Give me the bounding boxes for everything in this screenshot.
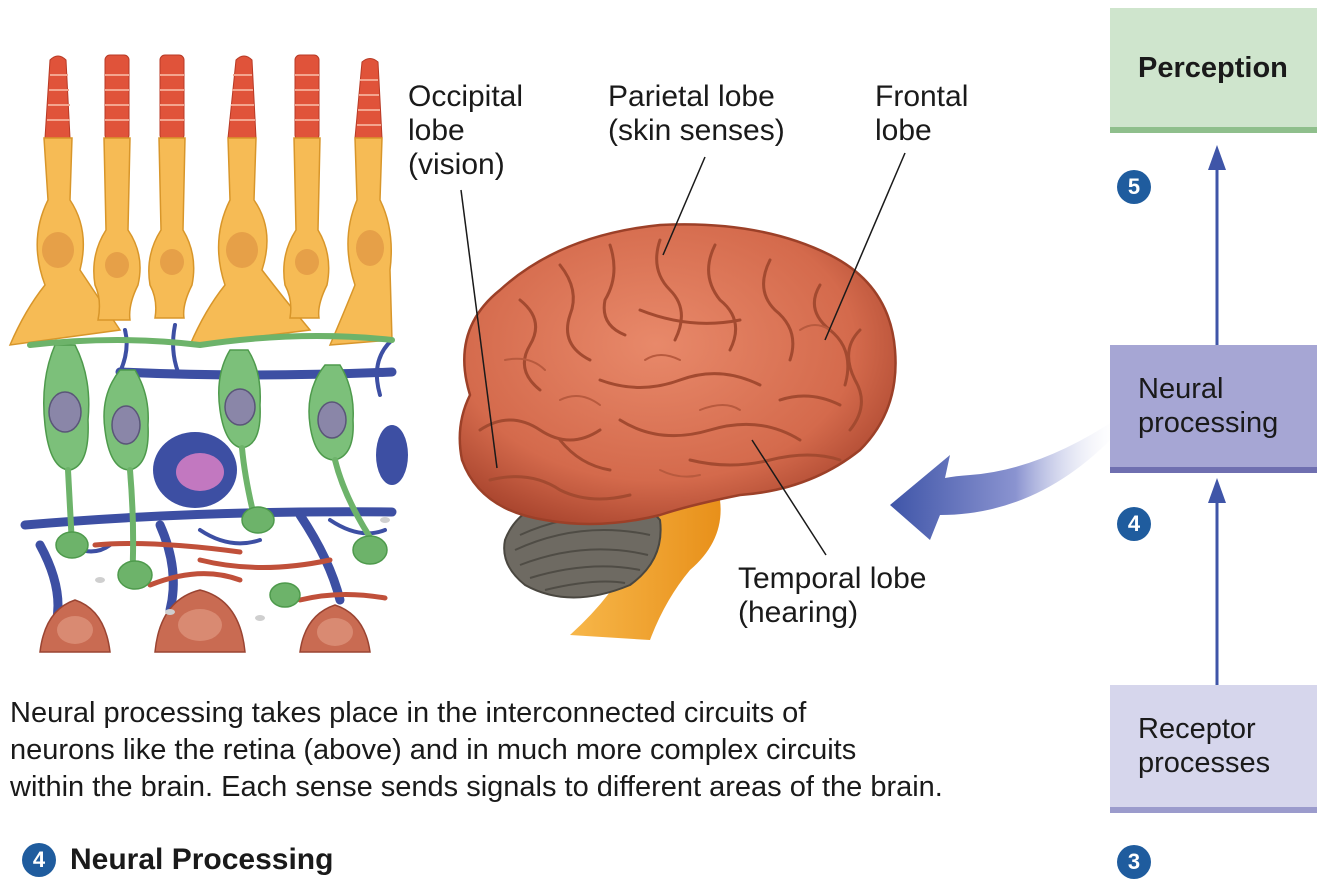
neural-processing-label-line1: Neural <box>1138 372 1317 406</box>
section-title: Neural Processing <box>70 843 333 877</box>
caption: Neural processing takes place in the int… <box>10 695 1070 806</box>
parietal-lobe-label: Parietal lobe (skin senses) <box>608 80 785 148</box>
occipital-lobe-label: Occipital lobe (vision) <box>408 80 523 182</box>
retina-illustration <box>10 55 408 652</box>
receptor-processes-label-line2: processes <box>1138 746 1317 780</box>
stage-4-badge: 4 <box>1117 507 1151 541</box>
receptor-processes-box: Receptor processes <box>1110 685 1317 813</box>
processing-arrow <box>890 418 1118 540</box>
receptor-processes-label-line1: Receptor <box>1138 712 1317 746</box>
stage-3-badge: 3 <box>1117 845 1151 879</box>
perception-box: Perception <box>1110 8 1317 133</box>
temporal-lobe-label: Temporal lobe (hearing) <box>738 562 926 630</box>
section-number-badge: 4 <box>22 843 56 877</box>
neural-processing-label-line2: processing <box>1138 406 1317 440</box>
stage-5-badge: 5 <box>1117 170 1151 204</box>
neural-processing-box: Neural processing <box>1110 345 1317 473</box>
frontal-lobe-label: Frontal lobe <box>875 80 968 148</box>
perception-label: Perception <box>1138 51 1317 85</box>
